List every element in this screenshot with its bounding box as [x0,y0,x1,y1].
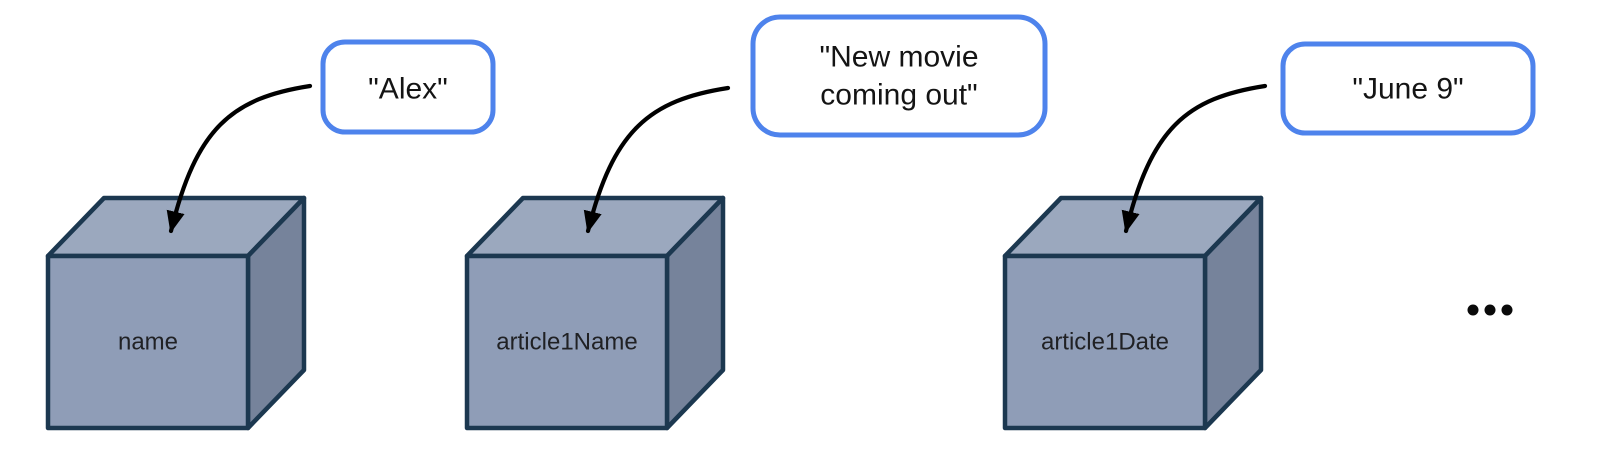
variable-name-label: name [118,329,178,356]
cube-front-face [45,253,251,431]
value-text-line2: coming out" [820,79,977,112]
value-text: "Alex" [368,73,448,106]
variable-name-label: article1Date [1041,329,1169,356]
ellipsis-dot [1467,304,1479,316]
value-bubble [320,39,496,135]
pointer-arrow [166,83,313,234]
cube-article1Date: article1Date [1002,195,1264,431]
variable-name-label: article1Name [496,329,637,356]
cube-front-face [464,253,670,431]
ellipsis-icon [1467,304,1513,316]
value-bubble [1280,41,1536,136]
value-bubble [750,14,1048,138]
value-text-line1: "New movie [819,41,978,74]
cube-name: name [45,195,307,431]
pointer-arrow [1121,83,1268,234]
ellipsis-dot [1501,304,1513,316]
variable-group-name: name "Alex" [45,39,496,431]
variable-group-article1Date: article1Date "June 9" [1002,41,1536,431]
pointer-arrow [583,85,731,234]
value-text: "June 9" [1352,73,1463,106]
variable-group-article1Name: article1Name "New movie coming out" [464,14,1048,431]
ellipsis-dot [1484,304,1496,316]
cube-front-face [1002,253,1208,431]
cube-article1Name: article1Name [464,195,726,431]
